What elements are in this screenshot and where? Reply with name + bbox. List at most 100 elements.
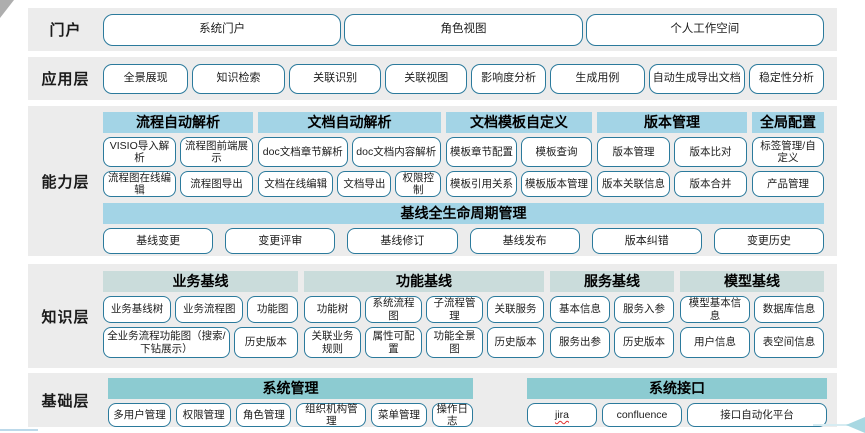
capability-group-global-config: 全局配置 标签管理/自定义 产品管理 [752,112,824,197]
capability-groups: 流程自动解析 VISIO导入解析 流程图前端展示 流程图在线编辑 流程图导出 文… [103,112,824,197]
lifecycle-item: 基线发布 [469,228,580,254]
group-header: 功能基线 [304,271,544,292]
group-header: 业务基线 [103,271,298,292]
knowledge-item: 系统流程图 [365,296,422,323]
knowledge-item: 模型基本信息 [680,296,750,323]
capability-item: doc文档内容解析 [351,137,441,167]
capability-item: 文档在线编辑 [258,171,334,197]
capability-item: 流程图导出 [180,171,253,197]
capability-item: 模板引用关系 [446,171,517,197]
lifecycle-header: 基线全生命周期管理 [103,203,824,224]
knowledge-item: 服务出参 [550,327,610,358]
capability-item: 版本合并 [674,171,747,197]
application-item: 稳定性分析 [748,63,824,94]
foundation-item: 菜单管理 [371,403,427,427]
group-header: 文档自动解析 [258,112,441,133]
capability-group-doc-parse: 文档自动解析 doc文档章节解析 doc文档内容解析 文档在线编辑 文档导出 权… [258,112,441,197]
corner-triangle-decoration [0,0,14,18]
group-header: 服务基线 [550,271,674,292]
capability-item: 标签管理/自定义 [752,137,824,167]
layer-label-capability: 能力层 [41,173,90,191]
group-header: 流程自动解析 [103,112,253,133]
capability-item: 权限控制 [395,171,441,197]
knowledge-item: 功能树 [304,296,361,323]
foundation-item-jira: jira [527,403,597,427]
foundation-item: 权限管理 [176,403,232,427]
foundation-group-system-mgmt: 系统管理 多用户管理 权限管理 角色管理 组织机构管理 菜单管理 操作日志 [108,378,473,427]
application-row: 全景展现 知识检索 关联识别 关联视图 影响度分析 生成用例 自动生成导出文档 … [103,57,824,100]
foundation-item: 角色管理 [236,403,292,427]
knowledge-group-model-baseline: 模型基线 模型基本信息 数据库信息 用户信息 表空间信息 [680,271,824,358]
application-item: 关联视图 [385,63,468,94]
capability-group-process-parse: 流程自动解析 VISIO导入解析 流程图前端展示 流程图在线编辑 流程图导出 [103,112,253,197]
group-header: 全局配置 [752,112,824,133]
knowledge-item: 关联业务规则 [304,327,361,358]
capability-item: 文档导出 [337,171,392,197]
knowledge-item: 历史版本 [233,327,298,358]
foundation-item-interface-automation: 接口自动化平台 [687,403,827,427]
foundation-item-confluence: confluence [602,403,682,427]
knowledge-item: 历史版本 [614,327,674,358]
layer-label-foundation: 基础层 [41,392,90,410]
capability-item: 模板版本管理 [521,171,592,197]
layer-band-knowledge: 知识层 业务基线 业务基线树 业务流程图 功能图 全业务流程功能图（搜索/下钻展… [28,264,837,368]
portal-item-personal-workspace: 个人工作空间 [585,13,824,46]
layer-label-portal: 门户 [49,22,82,39]
capability-item: 模板查询 [521,137,592,167]
bottom-left-line-decoration [0,429,38,431]
knowledge-group-service-baseline: 服务基线 基本信息 服务入参 服务出参 历史版本 [550,271,674,358]
portal-row: 系统门户 角色视图 个人工作空间 [103,8,824,51]
knowledge-item: 基本信息 [550,296,610,323]
knowledge-item: 历史版本 [487,327,544,358]
application-item: 自动生成导出文档 [648,63,745,94]
foundation-item: 操作日志 [431,403,473,427]
knowledge-item: 属性可配置 [365,327,422,358]
knowledge-item: 服务入参 [614,296,674,323]
lifecycle-item: 变更历史 [713,228,825,254]
lifecycle-row: 基线变更 变更评审 基线修订 基线发布 版本纠错 变更历史 [103,228,825,254]
knowledge-item: 业务基线树 [103,296,172,323]
layer-band-capability: 能力层 流程自动解析 VISIO导入解析 流程图前端展示 流程图在线编辑 流程图… [28,106,837,256]
application-item: 全景展现 [103,63,189,94]
capability-item: 产品管理 [752,171,824,197]
capability-item: 流程图前端展示 [180,137,253,167]
foundation-item: 多用户管理 [108,403,172,427]
capability-item: 流程图在线编辑 [103,171,176,197]
capability-group-version-mgmt: 版本管理 版本管理 版本比对 版本关联信息 版本合并 [597,112,747,197]
knowledge-group-function-baseline: 功能基线 功能树 系统流程图 子流程管理 关联服务 关联业务规则 属性可配置 功… [304,271,544,358]
knowledge-item: 子流程管理 [426,296,483,323]
foundation-group-system-interface: 系统接口 jira confluence 接口自动化平台 [527,378,827,427]
capability-item: VISIO导入解析 [103,137,176,167]
application-item: 关联识别 [288,63,382,94]
knowledge-item: 业务流程图 [175,296,244,323]
lifecycle-item: 版本纠错 [591,228,702,254]
knowledge-item: 功能全景图 [426,327,483,358]
foundation-item: 组织机构管理 [296,403,367,427]
capability-item: doc文档章节解析 [258,137,348,167]
layer-band-foundation: 基础层 系统管理 多用户管理 权限管理 角色管理 组织机构管理 菜单管理 操作日… [28,373,837,427]
capability-group-template-custom: 文档模板自定义 模板章节配置 模板查询 模板引用关系 模板版本管理 [446,112,592,197]
knowledge-item: 全业务流程功能图（搜索/下钻展示） [103,327,230,358]
knowledge-group-business-baseline: 业务基线 业务基线树 业务流程图 功能图 全业务流程功能图（搜索/下钻展示） 历… [103,271,298,358]
layer-band-portal: 门户 系统门户 角色视图 个人工作空间 [28,8,837,51]
bottom-right-arrow-head-decoration [846,417,865,433]
lifecycle-item: 基线变更 [103,228,214,254]
application-item: 知识检索 [192,63,285,94]
layer-band-application: 应用层 全景展现 知识检索 关联识别 关联视图 影响度分析 生成用例 自动生成导… [28,57,837,100]
capability-item: 版本管理 [597,137,670,167]
layer-label-application: 应用层 [41,71,90,88]
group-header: 版本管理 [597,112,747,133]
group-header: 系统接口 [527,378,827,399]
group-header: 模型基线 [680,271,824,292]
application-item: 影响度分析 [471,63,547,94]
group-header: 文档模板自定义 [446,112,592,133]
jira-label: jira [554,408,569,421]
portal-item-system-portal: 系统门户 [103,13,342,46]
capability-item: 版本比对 [674,137,747,167]
lifecycle-item: 变更评审 [225,228,336,254]
portal-item-role-view: 角色视图 [344,13,583,46]
knowledge-groups: 业务基线 业务基线树 业务流程图 功能图 全业务流程功能图（搜索/下钻展示） 历… [103,271,824,358]
knowledge-item: 表空间信息 [754,327,824,358]
knowledge-item: 关联服务 [487,296,544,323]
